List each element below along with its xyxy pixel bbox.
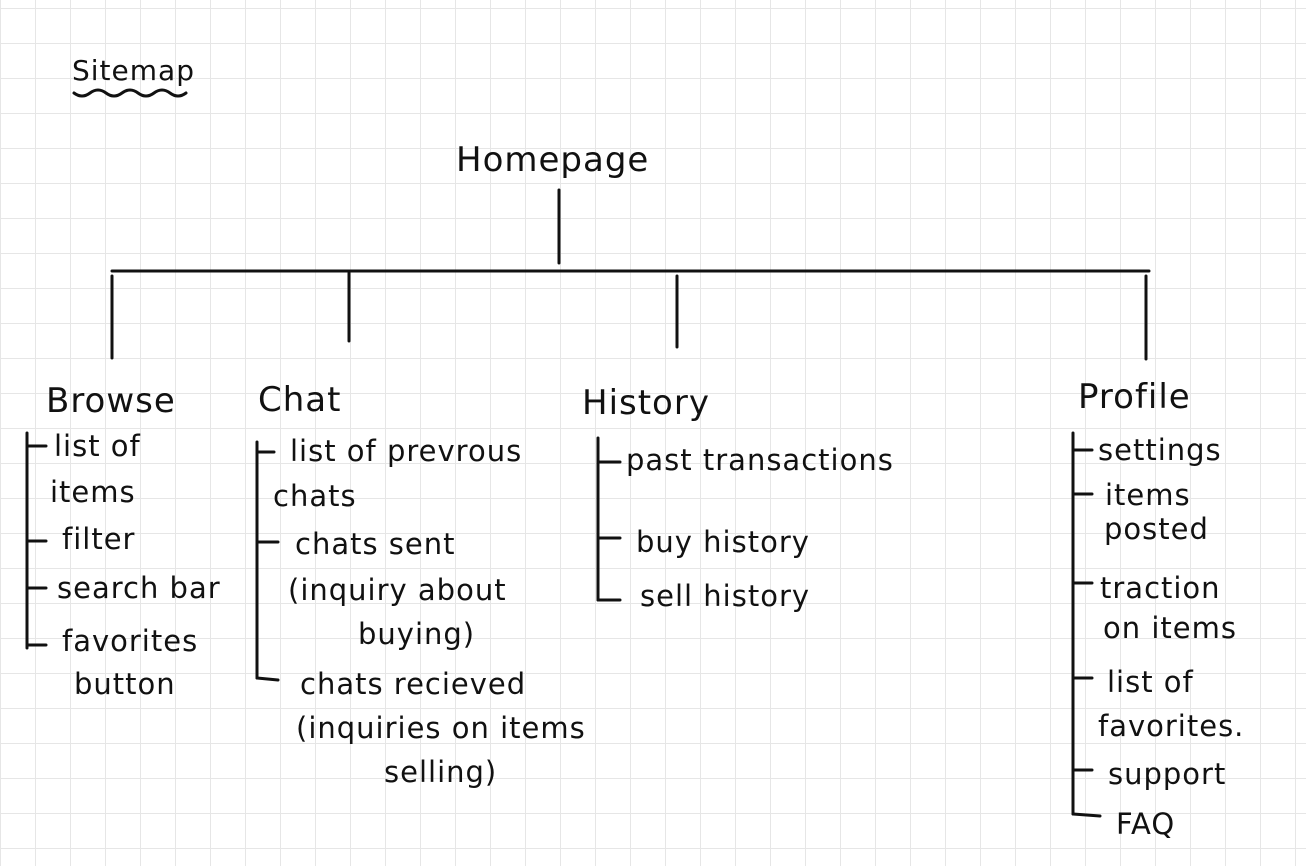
history-item: buy history <box>636 525 810 559</box>
chat-item: buying) <box>358 617 476 651</box>
root-node-label: Homepage <box>456 140 650 180</box>
history-item: sell history <box>640 579 811 613</box>
profile-item: settings <box>1098 433 1222 467</box>
profile-item: posted <box>1104 512 1209 546</box>
profile-item: traction <box>1100 571 1221 605</box>
profile-item: list of <box>1107 665 1194 699</box>
browse-item: list of <box>54 429 141 463</box>
profile-item: items <box>1105 478 1191 512</box>
chat-item: chats sent <box>295 527 456 561</box>
chat-item: chats recieved <box>300 667 527 701</box>
history-bracket <box>596 436 622 602</box>
browse-item: favorites <box>62 624 199 658</box>
chat-item: selling) <box>384 755 498 789</box>
chat-item: (inquiries on items <box>296 711 586 745</box>
profile-item: FAQ <box>1116 807 1176 841</box>
node-chat: Chat <box>258 380 342 420</box>
chat-item: (inquiry about <box>288 573 507 607</box>
chat-item: list of prevrous <box>290 434 523 468</box>
browse-item: button <box>74 667 176 701</box>
browse-item: search bar <box>57 571 221 605</box>
browse-item: items <box>50 475 136 509</box>
chat-bracket <box>255 440 280 682</box>
profile-item: support <box>1108 757 1227 791</box>
browse-item: filter <box>62 522 136 556</box>
node-profile: Profile <box>1078 377 1191 417</box>
page-title: Sitemap <box>72 54 195 87</box>
profile-item: favorites. <box>1098 709 1245 743</box>
node-browse: Browse <box>46 381 176 421</box>
node-history: History <box>582 383 710 423</box>
chat-item: chats <box>273 479 357 513</box>
history-item: past transactions <box>626 443 894 477</box>
profile-item: on items <box>1103 611 1237 645</box>
profile-bracket <box>1071 431 1102 818</box>
title-underline <box>72 88 188 98</box>
browse-bracket <box>25 431 48 650</box>
